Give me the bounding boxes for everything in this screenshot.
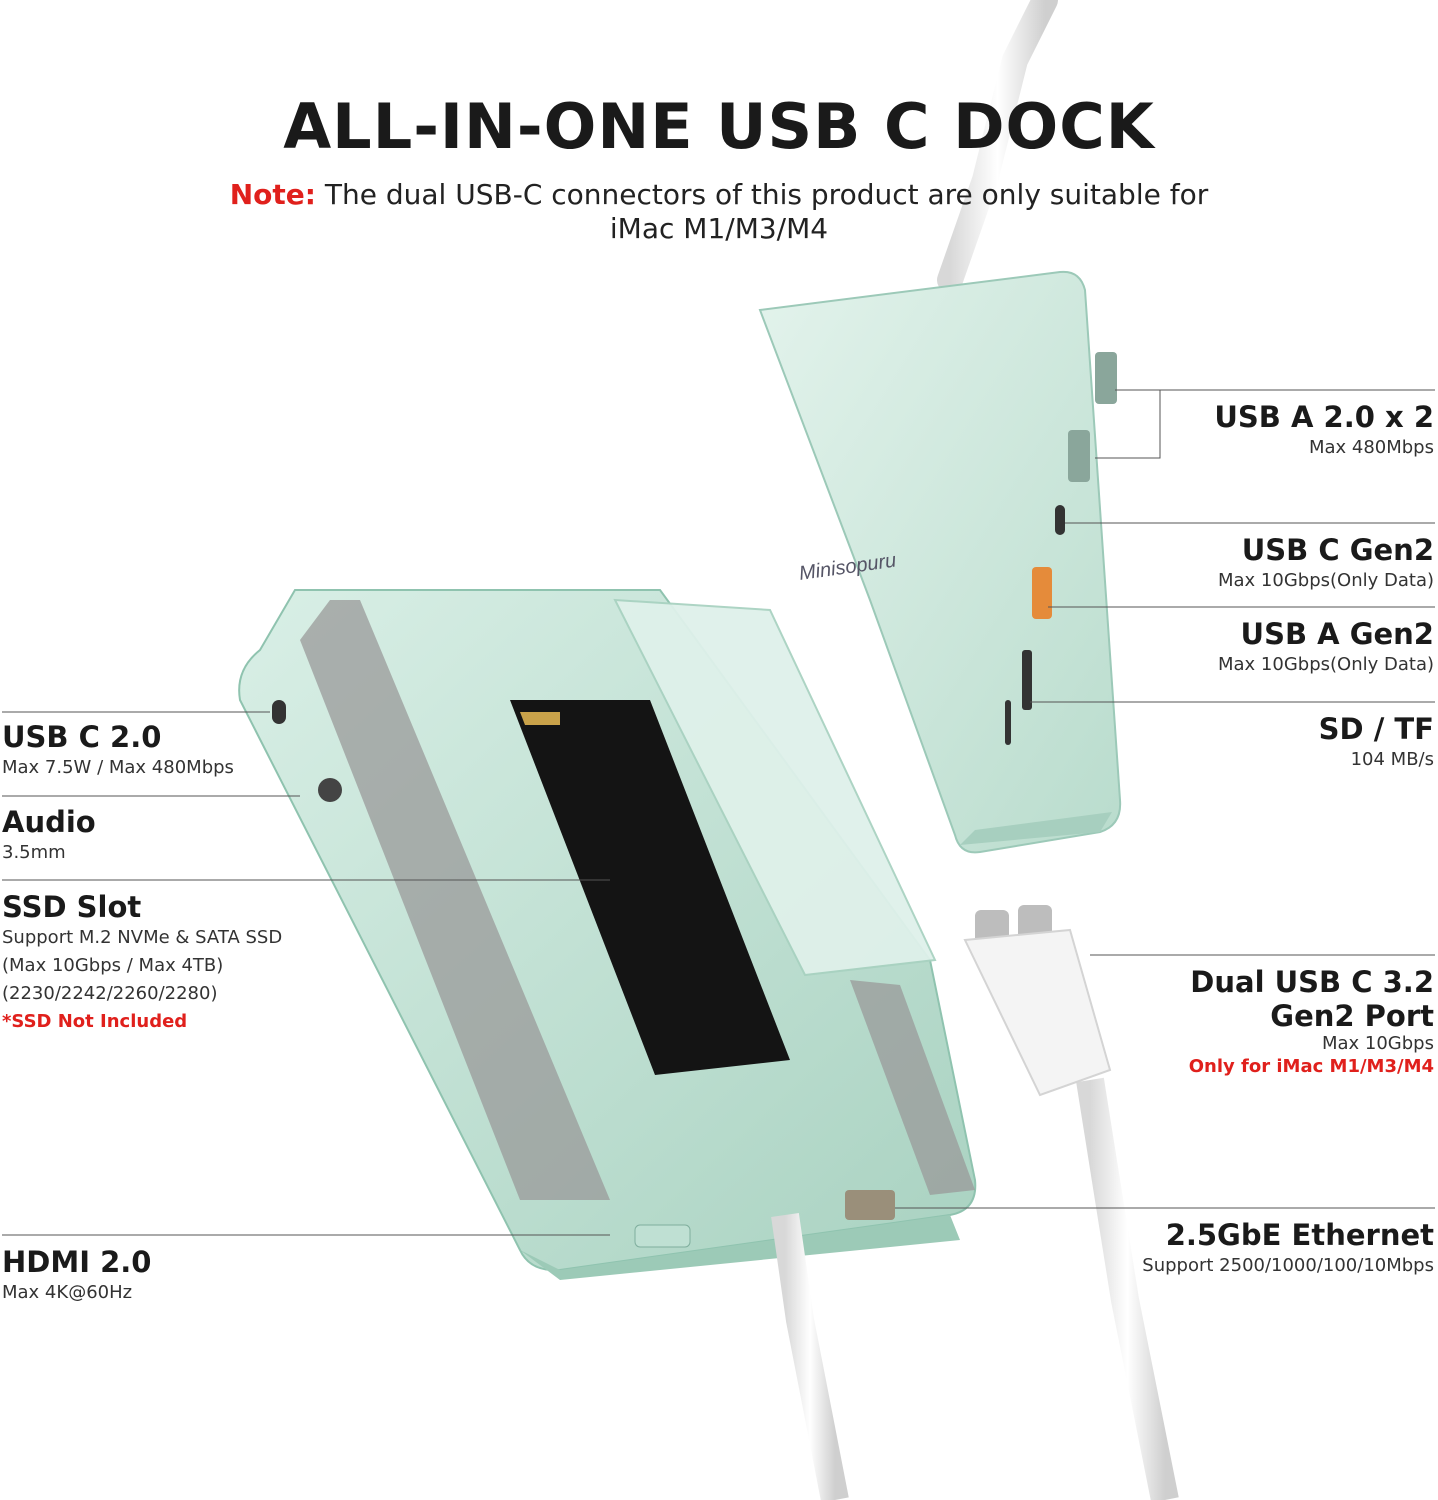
label-sub: Max 480Mbps: [1308, 437, 1434, 458]
bottom-cable: [771, 1213, 849, 1500]
label-title: SSD Slot: [2, 890, 142, 924]
label-warning: Only for iMac M1/M3/M4: [1188, 1056, 1434, 1077]
front-dock-unit: [238, 589, 977, 1280]
usb-a-port-2: [1068, 430, 1090, 482]
page-title: ALL-IN-ONE USB C DOCK: [283, 90, 1155, 163]
label-usb-c-2: USB C 2.0 Max 7.5W / Max 480Mbps: [2, 720, 234, 782]
label-title: USB C Gen2: [1241, 533, 1434, 567]
label-title-line2: Gen2 Port: [1270, 999, 1434, 1033]
rubber-pad-left: [300, 600, 610, 1200]
front-usb-c-port: [272, 700, 286, 724]
label-usb-c-gen2: USB C Gen2 Max 10Gbps(Only Data): [1218, 533, 1434, 595]
usb-a-gen2-port: [1032, 567, 1052, 619]
label-ethernet: 2.5GbE Ethernet Support 2500/1000/100/10…: [1142, 1218, 1434, 1280]
dual-usb-c-connector: [963, 905, 1112, 1097]
dual-usb-c-cable: [1076, 1077, 1179, 1500]
ethernet-port: [845, 1190, 895, 1220]
label-sub: Max 10Gbps(Only Data): [1218, 570, 1434, 591]
label-sub1: Support M.2 NVMe & SATA SSD: [2, 927, 283, 948]
label-sub: Max 7.5W / Max 480Mbps: [2, 757, 234, 778]
sd-slot: [1022, 650, 1032, 710]
note-prefix: Note:: [229, 178, 316, 211]
label-audio: Audio 3.5mm: [2, 805, 96, 867]
tf-slot: [1005, 700, 1011, 745]
rubber-pad-right: [850, 980, 975, 1195]
label-hdmi: HDMI 2.0 Max 4K@60Hz: [2, 1245, 151, 1307]
label-warning: *SSD Not Included: [2, 1011, 188, 1032]
label-sd-tf: SD / TF 104 MB/s: [1319, 712, 1434, 774]
label-usb-a-2: USB A 2.0 x 2 Max 480Mbps: [1214, 400, 1434, 462]
label-usb-a-gen2: USB A Gen2 Max 10Gbps(Only Data): [1218, 617, 1434, 679]
right-leader-lines: [895, 389, 1435, 1209]
label-sub: Max 10Gbps: [1321, 1033, 1434, 1054]
label-title: USB A 2.0 x 2: [1214, 400, 1434, 434]
label-sub: Max 10Gbps(Only Data): [1218, 654, 1434, 675]
label-title: Audio: [2, 805, 96, 839]
left-leader-lines: [2, 711, 610, 1236]
usb-a-port-1: [1095, 352, 1117, 404]
label-sub: 104 MB/s: [1350, 749, 1434, 770]
audio-jack: [318, 778, 342, 802]
label-dual-usb-c: Dual USB C 3.2 Gen2 Port Max 10Gbps Only…: [1189, 965, 1434, 1079]
compatibility-note: Note: The dual USB-C connectors of this …: [200, 178, 1238, 246]
label-ssd-slot: SSD Slot Support M.2 NVMe & SATA SSD (Ma…: [2, 890, 282, 1036]
back-dock-unit: Minisopuru: [758, 270, 1122, 854]
label-sub: 3.5mm: [2, 842, 66, 863]
hdmi-port: [634, 1224, 691, 1248]
label-sub3: (2230/2242/2260/2280): [2, 983, 218, 1004]
label-sub2: (Max 10Gbps / Max 4TB): [2, 955, 224, 976]
label-title-line1: Dual USB C 3.2: [1190, 965, 1434, 999]
label-sub: Max 4K@60Hz: [2, 1282, 133, 1303]
top-cable: [937, 0, 1058, 293]
label-sub: Support 2500/1000/100/10Mbps: [1142, 1255, 1434, 1276]
note-text: The dual USB-C connectors of this produc…: [324, 178, 1209, 245]
label-title: SD / TF: [1318, 712, 1434, 746]
label-title: USB A Gen2: [1240, 617, 1434, 651]
label-title: USB C 2.0: [2, 720, 162, 754]
label-title: HDMI 2.0: [2, 1245, 152, 1279]
label-title: 2.5GbE Ethernet: [1165, 1218, 1434, 1252]
usb-c-gen2-port: [1055, 505, 1065, 535]
ssd-bay: [510, 700, 790, 1075]
ssd-lid: [613, 598, 937, 977]
